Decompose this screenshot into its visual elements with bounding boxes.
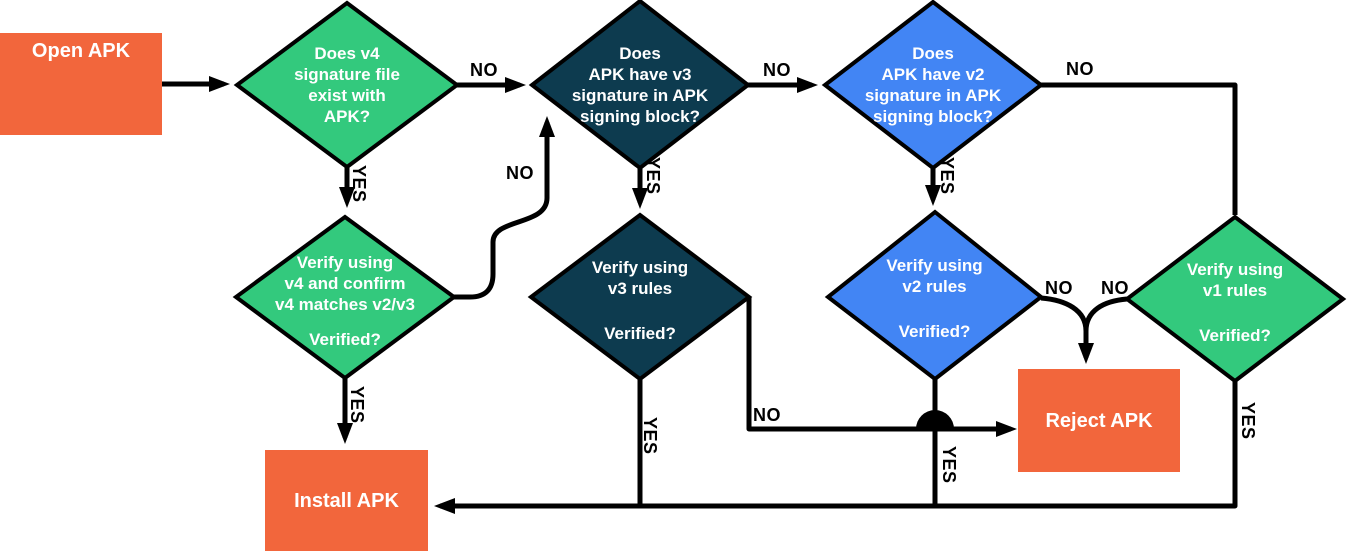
node-question-v3-block xyxy=(528,0,752,171)
edge-v2verify-no-to-reject xyxy=(1040,295,1094,364)
node-verify-v1 xyxy=(1123,214,1347,384)
edge-v1verify-yes-to-install xyxy=(434,381,1238,514)
node-question-v4-exists xyxy=(233,0,461,170)
edge-label-v4-verified-no: NO xyxy=(506,163,534,183)
node-reject-apk xyxy=(1018,369,1180,472)
edge-label-v3-verified-no: NO xyxy=(753,405,781,425)
edge-v2no-to-v1-verify xyxy=(1041,82,1238,215)
node-verify-v3 xyxy=(527,212,753,382)
node-install-apk xyxy=(265,450,428,551)
node-open-apk xyxy=(0,33,162,135)
node-verify-v4 xyxy=(232,214,458,381)
edge-label-v2-block-no: NO xyxy=(1066,59,1094,79)
edge-label-v3-block-yes: YES xyxy=(643,157,663,195)
edge-label-v4-verified-yes: YES xyxy=(347,386,367,424)
edge-label-v4-exists-yes: YES xyxy=(349,165,369,203)
edge-label-v4-exists-no: NO xyxy=(470,60,498,80)
edge-v4verify-no-to-v3-question xyxy=(454,116,555,300)
edge-label-v2-verified-no: NO xyxy=(1045,278,1073,298)
line-jump-bump xyxy=(916,410,954,429)
edge-label-v3-block-no: NO xyxy=(763,60,791,80)
edge-label-v1-verified-yes: YES xyxy=(1238,402,1258,440)
edge-label-v2-verified-yes: YES xyxy=(939,446,959,484)
node-verify-v2 xyxy=(824,209,1045,382)
edge-label-v2-block-yes: YES xyxy=(937,157,957,195)
edge-label-v3-verified-yes: YES xyxy=(640,417,660,455)
node-question-v2-block xyxy=(821,0,1045,171)
edge-v1verify-no-to-reject xyxy=(1083,296,1128,332)
edge-label-v1-verified-no: NO xyxy=(1101,278,1129,298)
